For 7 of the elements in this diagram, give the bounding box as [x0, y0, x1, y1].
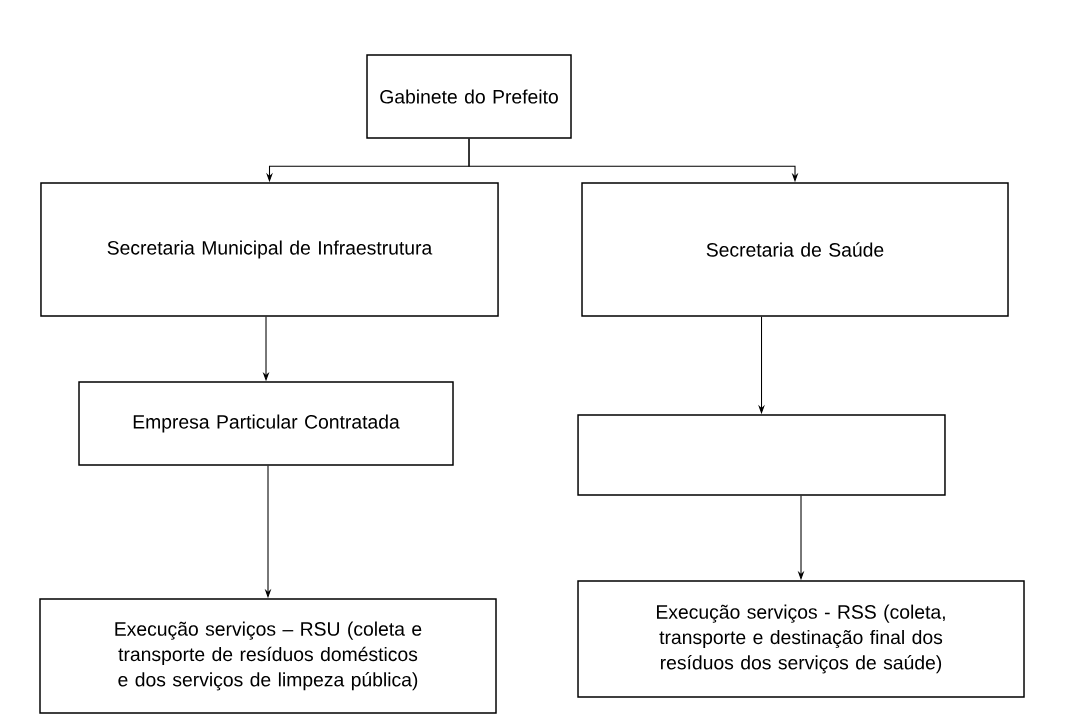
empty-box [577, 414, 946, 496]
org-box: Secretaria Municipal de Infraestrutura [40, 182, 499, 317]
org-box: Execução serviços - RSS (coleta, transporte e destinação final dos resíduos dos serviços de saúde) [577, 580, 1025, 698]
org-box: Execução serviços – RSU (coleta e transporte de resíduos domésticos e dos serviços de limpeza pública) [39, 598, 497, 714]
org-box: Gabinete do Prefeito [366, 54, 572, 139]
org-box: Secretaria de Saúde [581, 182, 1009, 317]
org-box: Empresa Particular Contratada [78, 381, 454, 466]
